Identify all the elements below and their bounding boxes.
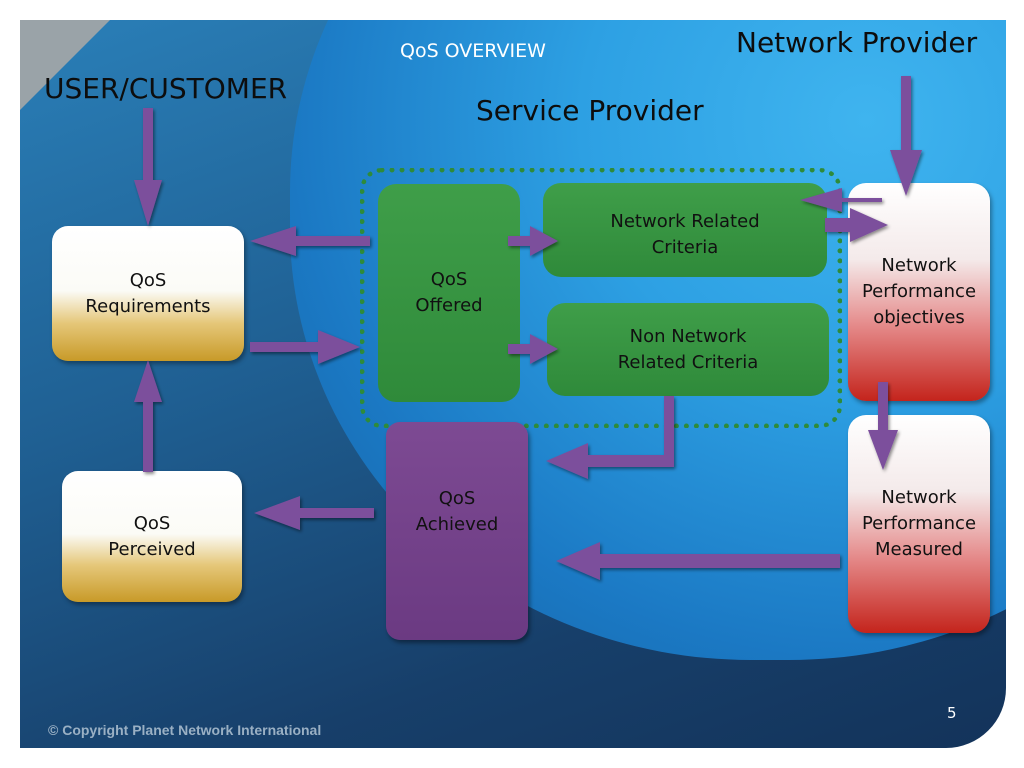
network-related-line-1: Network Related bbox=[610, 211, 760, 232]
qos-perceived-line-1: QoS bbox=[133, 512, 171, 534]
arrow-achieved-to-perceived bbox=[254, 496, 374, 530]
network-provider-heading: Network Provider bbox=[736, 26, 978, 59]
network-performance-measured-box: Network Performance Measured bbox=[848, 415, 990, 633]
slide-corner-accent bbox=[20, 20, 110, 110]
non-network-related-criteria-box: Non Network Related Criteria bbox=[547, 303, 829, 396]
copyright-footer: © Copyright Planet Network International bbox=[48, 722, 322, 738]
qos-offered-line-2: Offered bbox=[415, 295, 483, 316]
np-measured-line-2: Performance bbox=[861, 513, 977, 534]
qos-requirements-box: QoS Requirements bbox=[52, 226, 244, 361]
slide-background: QoS OVERVIEW USER/CUSTOMER Service Provi… bbox=[20, 20, 1006, 748]
service-provider-heading: Service Provider bbox=[476, 94, 704, 127]
non-network-related-line-1: Non Network bbox=[629, 325, 747, 347]
qos-requirements-line-1: QoS bbox=[129, 269, 167, 291]
np-objectives-line-1: Network bbox=[881, 255, 957, 276]
qos-achieved-line-1: QoS bbox=[438, 488, 476, 509]
qos-achieved-line-2: Achieved bbox=[415, 514, 499, 535]
slide-title: QoS OVERVIEW bbox=[400, 40, 546, 62]
np-objectives-line-3: objectives bbox=[873, 307, 965, 328]
qos-perceived-box: QoS Perceived bbox=[62, 471, 242, 602]
network-related-criteria-box: Network Related Criteria bbox=[543, 183, 827, 277]
np-objectives-line-2: Performance bbox=[861, 281, 977, 302]
page-number: 5 bbox=[947, 704, 957, 722]
user-customer-heading: USER/CUSTOMER bbox=[44, 72, 288, 105]
np-measured-line-3: Measured bbox=[875, 539, 963, 560]
arrow-user-to-requirements bbox=[134, 108, 162, 226]
qos-offered-line-1: QoS bbox=[430, 269, 468, 290]
arrow-perceived-to-requirements bbox=[134, 360, 162, 472]
qos-offered-box: QoS Offered bbox=[378, 184, 520, 402]
non-network-related-line-2: Related Criteria bbox=[617, 351, 759, 373]
qos-achieved-box: QoS Achieved bbox=[386, 422, 528, 640]
network-performance-objectives-box: Network Performance objectives bbox=[848, 183, 990, 401]
qos-perceived-line-2: Perceived bbox=[108, 538, 196, 560]
np-measured-line-1: Network bbox=[881, 487, 957, 508]
network-related-line-2: Criteria bbox=[651, 237, 719, 258]
qos-requirements-line-2: Requirements bbox=[85, 295, 211, 317]
